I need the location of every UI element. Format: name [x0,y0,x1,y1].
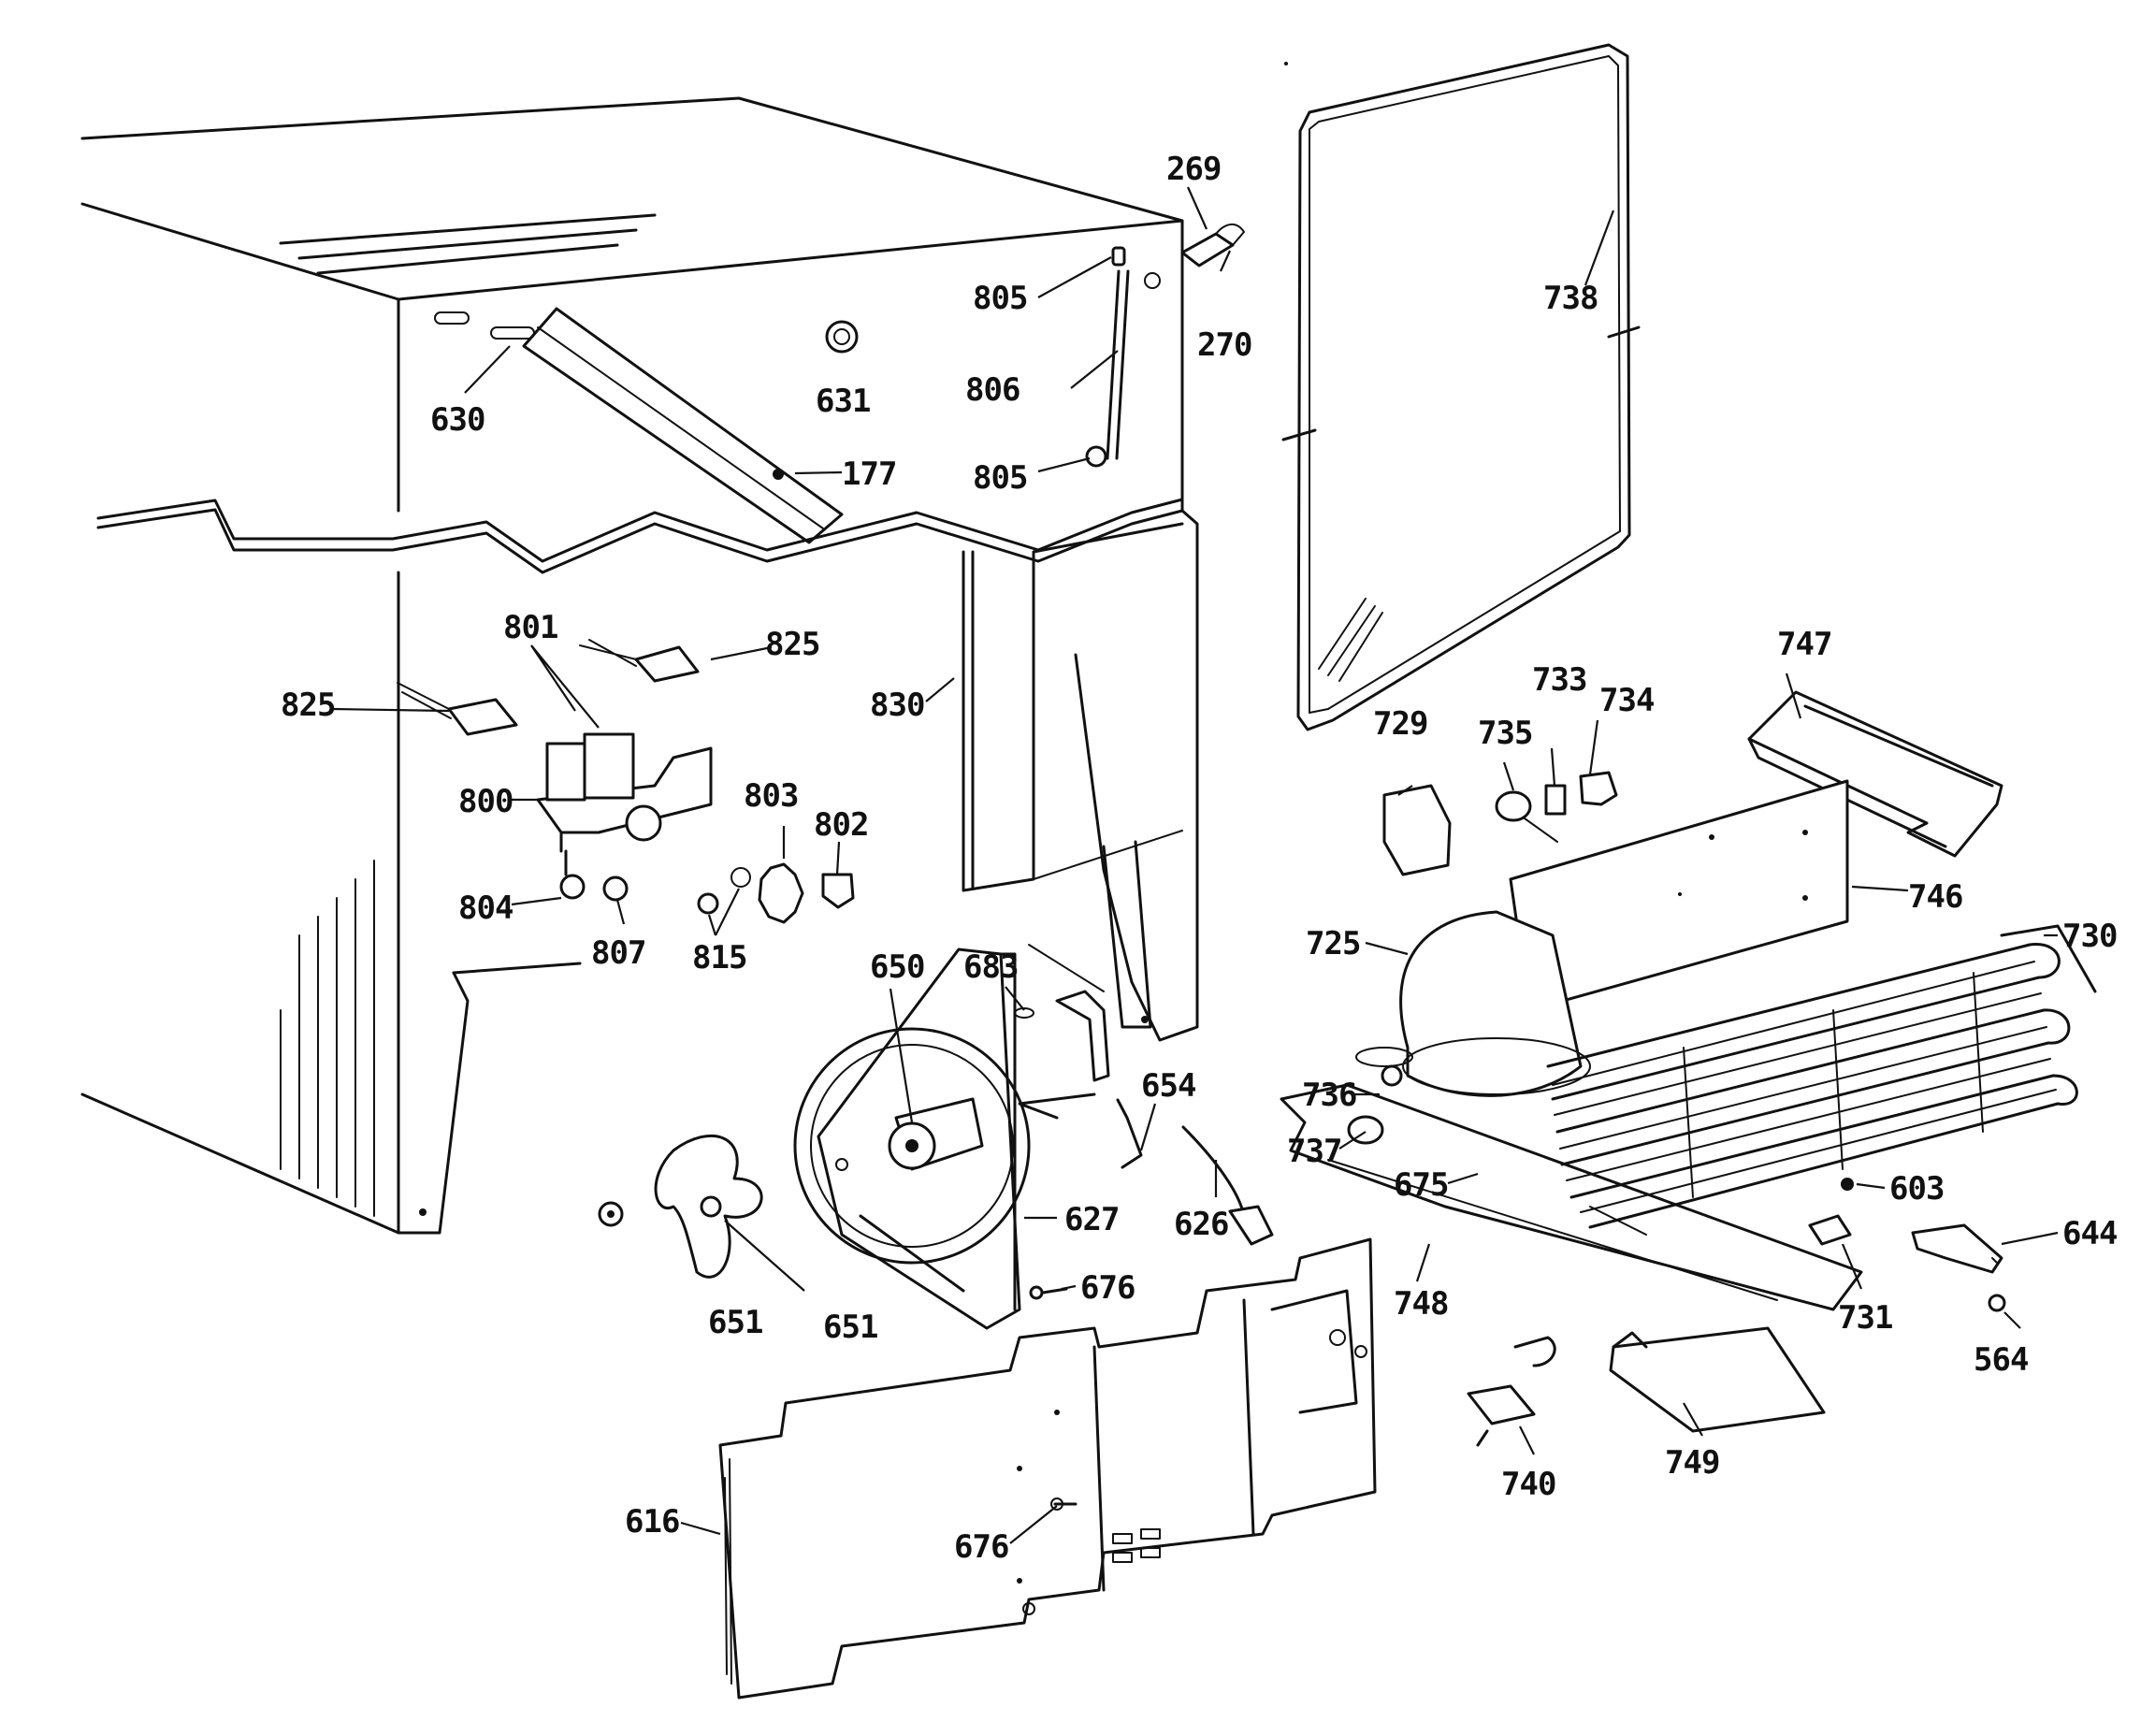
fan-bracket-assembly [793,948,1274,1330]
condenser-coil [1546,924,2097,1229]
label-644: 644 [2062,1215,2117,1252]
label-270: 270 [1197,326,1251,364]
label-654: 654 [1141,1067,1195,1105]
label-651-left: 651 [708,1304,762,1341]
label-733: 733 [1532,661,1586,699]
label-734: 734 [1599,682,1654,719]
label-746: 746 [1908,878,1962,916]
label-736: 736 [1302,1077,1356,1114]
label-725: 725 [1306,925,1360,962]
cabinet [80,96,1245,1235]
label-803: 803 [744,777,798,815]
label-737: 737 [1287,1133,1341,1170]
leader-lines [331,186,2059,1544]
label-747: 747 [1777,626,1831,663]
fan-blade [598,1134,763,1279]
water-valve-assembly [397,639,855,924]
label-731: 731 [1838,1299,1892,1337]
label-177: 177 [842,456,896,493]
label-805-bottom: 805 [973,459,1027,497]
label-729: 729 [1373,705,1427,743]
label-825-left: 825 [281,687,335,724]
label-735: 735 [1478,715,1532,752]
label-603: 603 [1889,1170,1944,1208]
label-801: 801 [503,609,557,646]
label-738: 738 [1543,280,1598,317]
label-815: 815 [692,939,746,976]
label-748: 748 [1394,1285,1448,1323]
label-616: 616 [625,1503,679,1541]
label-804: 804 [458,890,513,927]
label-802: 802 [814,806,868,844]
label-675: 675 [1394,1166,1448,1204]
label-800: 800 [458,783,513,820]
part-labels: 269 270 805 806 805 738 630 631 177 801 … [281,151,2118,1566]
label-676-lower: 676 [954,1528,1008,1566]
label-825-right: 825 [765,626,819,663]
label-830: 830 [870,687,924,724]
label-683: 683 [963,948,1018,986]
label-269: 269 [1166,151,1221,188]
label-650: 650 [870,948,924,986]
label-807: 807 [591,934,645,972]
label-631: 631 [816,383,870,420]
label-805-top: 805 [973,280,1027,317]
label-627: 627 [1064,1201,1119,1238]
back-cover-panel [718,1237,1377,1700]
label-676-upper: 676 [1080,1269,1135,1307]
label-749: 749 [1665,1444,1719,1482]
label-740: 740 [1501,1466,1555,1503]
condenser-loop [1281,43,1641,731]
label-730: 730 [2062,918,2117,955]
label-564: 564 [1974,1341,2028,1379]
label-630: 630 [430,401,485,439]
label-806: 806 [965,371,1020,409]
label-651-right: 651 [823,1309,877,1346]
compressor-assembly [1280,690,2097,1447]
label-626: 626 [1174,1206,1228,1243]
